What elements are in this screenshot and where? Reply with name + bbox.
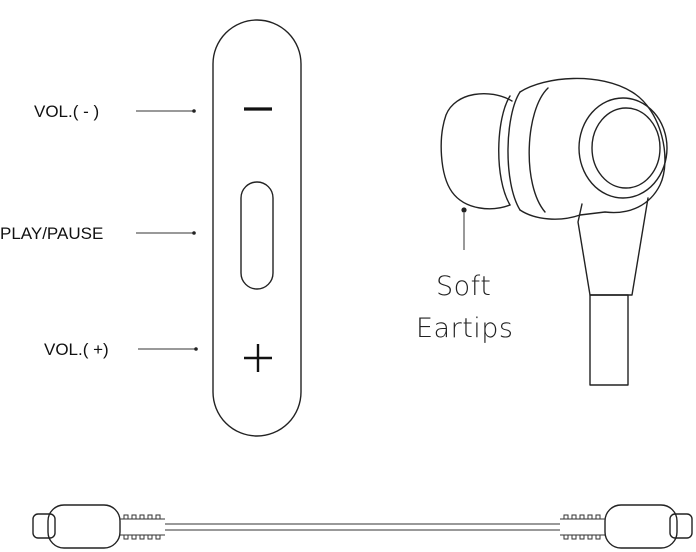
left-plug-tip: [32, 513, 56, 539]
plus-icon: [244, 344, 272, 372]
earbud-housing: [519, 77, 666, 220]
right-strain-relief: [560, 514, 605, 540]
play-pause-label: PLAY/PAUSE: [0, 224, 104, 243]
vol-up-label: VOL.( +): [44, 340, 109, 359]
earbud-cable-sleeve: [589, 294, 629, 386]
play-pause-slot-icon: [240, 181, 274, 290]
left-strain-relief: [120, 514, 165, 540]
soft-eartips-caption-line1: Soft: [436, 271, 492, 302]
vol-down-label: VOL.( - ): [34, 102, 100, 121]
vol-up-arrow-icon: [138, 347, 198, 351]
remote-control-body: [212, 19, 302, 437]
eartip-pointer-dot: [461, 207, 467, 213]
soft-eartip: [440, 92, 513, 210]
usb-c-cable-illustration: [32, 504, 693, 549]
left-plug-body: [47, 504, 121, 549]
right-plug-body: [604, 504, 678, 549]
right-plug-tip: [669, 513, 693, 539]
vol-down-arrow-icon: [136, 109, 196, 113]
earbud-illustration: [440, 77, 668, 386]
earbud-faceplate: [578, 97, 668, 199]
play-pause-arrow-icon: [136, 231, 196, 235]
soft-eartips-caption-line2: Eartips: [416, 313, 514, 344]
